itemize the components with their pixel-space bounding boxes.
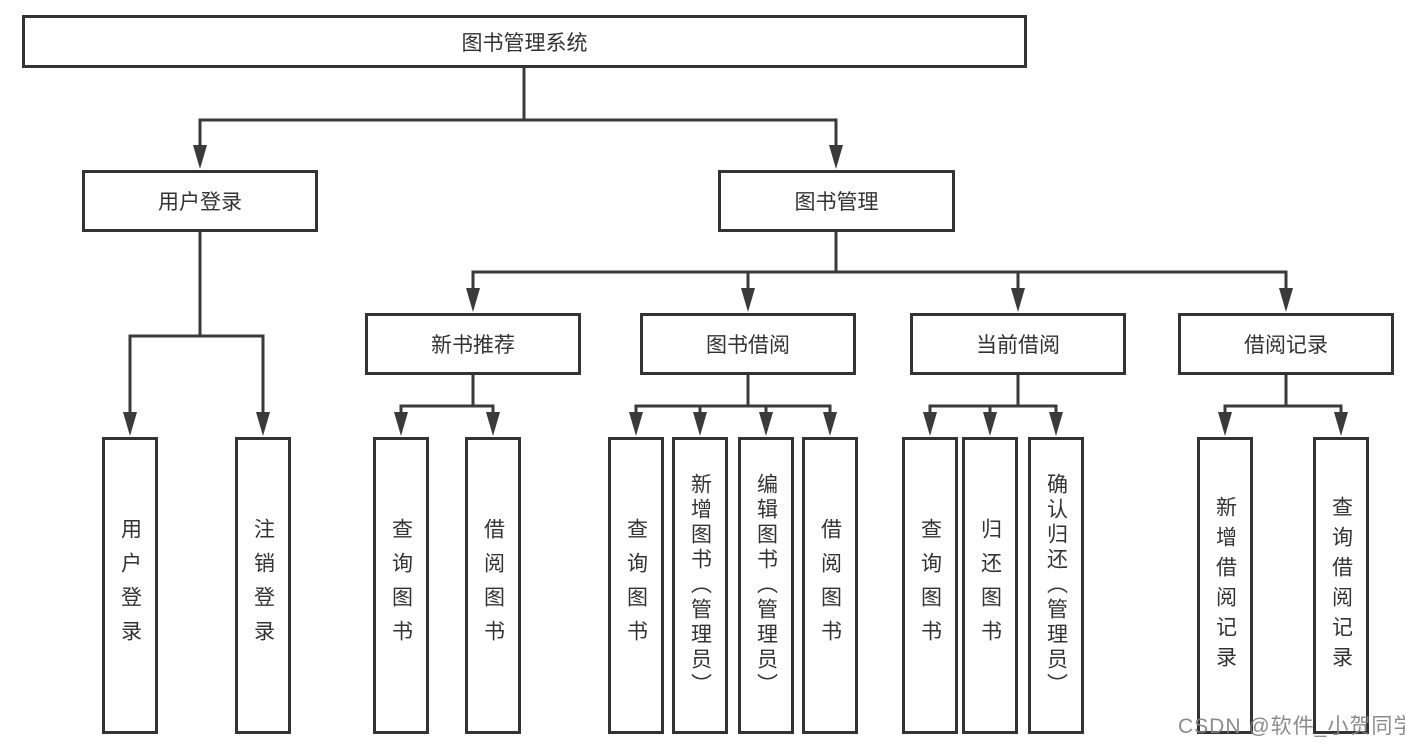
node-label: 图书借阅 — [706, 334, 790, 357]
connector-root-to-level2 — [193, 68, 843, 169]
leaf-query-books-recommend: 查询图书 — [373, 437, 429, 734]
node-label: 归还图书 — [978, 517, 1002, 654]
connector-current-group — [923, 375, 1063, 436]
node-label: 借阅记录 — [1244, 334, 1328, 357]
leaf-borrow-books-recommend: 借阅图书 — [465, 437, 521, 734]
connector-records-group — [1218, 375, 1348, 436]
node-label: 新增图书（管理员） — [688, 473, 712, 698]
leaf-logout: 注销登录 — [235, 437, 291, 734]
node-system-root: 图书管理系统 — [22, 15, 1027, 68]
node-label: 查询图书 — [624, 517, 648, 654]
node-label: 查询图书 — [918, 517, 942, 654]
node-book-management: 图书管理 — [718, 170, 955, 232]
leaf-edit-books-admin: 编辑图书（管理员） — [738, 437, 794, 734]
node-label: 确认归还（管理员） — [1044, 473, 1068, 698]
node-label: 新书推荐 — [431, 334, 515, 357]
leaf-add-borrow-record: 新增借阅记录 — [1197, 437, 1253, 734]
connector-login-group — [123, 232, 270, 436]
csdn-watermark: CSDN @软件_小贺同学 — [1178, 715, 1405, 738]
node-user-login: 用户登录 — [82, 170, 318, 232]
node-label: 查询借阅记录 — [1329, 495, 1353, 676]
node-label: 图书管理系统 — [461, 31, 588, 55]
node-borrow-records: 借阅记录 — [1178, 313, 1394, 375]
node-label: 注销登录 — [251, 517, 275, 654]
leaf-user-login: 用户登录 — [102, 437, 158, 734]
node-label: 新增借阅记录 — [1213, 495, 1237, 676]
node-label: 查询图书 — [389, 517, 413, 654]
node-label: 用户登录 — [118, 517, 142, 654]
node-label: 借阅图书 — [818, 517, 842, 654]
leaf-return-books: 归还图书 — [962, 437, 1018, 734]
connector-recommend-group — [394, 375, 500, 436]
node-label: 借阅图书 — [481, 517, 505, 654]
connector-bookmgmt-to-level3 — [466, 232, 1293, 312]
node-current-borrow: 当前借阅 — [910, 313, 1126, 375]
node-label: 当前借阅 — [976, 334, 1060, 357]
leaf-confirm-return-admin: 确认归还（管理员） — [1028, 437, 1084, 734]
node-label: 用户登录 — [158, 191, 242, 214]
leaf-add-books-admin: 新增图书（管理员） — [672, 437, 728, 734]
leaf-query-books-borrow: 查询图书 — [608, 437, 664, 734]
node-label: 图书管理 — [794, 191, 879, 214]
connector-borrow-group — [629, 375, 837, 436]
leaf-borrow-books: 借阅图书 — [802, 437, 858, 734]
node-new-book-recommend: 新书推荐 — [365, 313, 581, 375]
node-label: 编辑图书（管理员） — [754, 473, 778, 698]
leaf-query-books-current: 查询图书 — [902, 437, 958, 734]
node-book-borrow: 图书借阅 — [640, 313, 856, 375]
leaf-query-borrow-record: 查询借阅记录 — [1313, 437, 1369, 734]
